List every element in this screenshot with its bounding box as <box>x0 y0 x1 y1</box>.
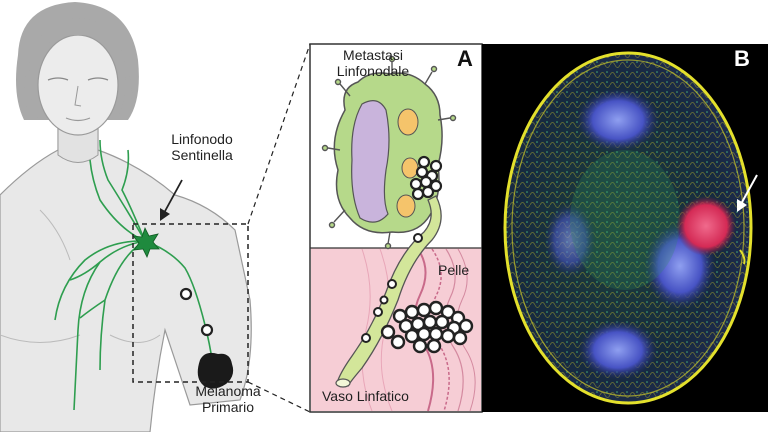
label-skin: Pelle <box>438 262 470 278</box>
transit-node-upper <box>179 287 193 301</box>
sentinel-pointer-arrow <box>160 179 183 221</box>
follicle-1 <box>397 108 419 136</box>
panel-a-letter: A <box>457 46 473 71</box>
node-metastatic-cluster <box>409 155 443 201</box>
node-capsule <box>503 51 753 405</box>
transit-node-lower <box>200 323 214 337</box>
follicle-3 <box>396 194 416 218</box>
follicle-2 <box>401 157 419 179</box>
metastasis-deposit <box>676 196 736 256</box>
body-illustration <box>0 2 252 432</box>
label-node-metastasis: Metastasi Linfonodale <box>336 47 410 79</box>
label-sentinel-node: Linfonodo Sentinella <box>171 131 233 163</box>
metastasis-pointer-arrow <box>737 174 758 212</box>
primary-melanoma-lesion <box>197 352 234 389</box>
zoom-region-box <box>132 223 249 383</box>
panel-a <box>309 43 483 413</box>
label-lymph-vessel: Vaso Linfatico <box>322 388 409 404</box>
label-primary-melanoma: Melanoma Primario <box>195 383 261 415</box>
zoom-line-bottom <box>247 381 311 413</box>
node-medulla <box>351 100 390 223</box>
skin-metastatic-cluster <box>380 300 474 354</box>
lymphatic-vessels <box>54 139 213 411</box>
panel-b-micrograph <box>482 44 768 412</box>
panel-b-letter: B <box>734 46 750 71</box>
zoom-line-top <box>247 43 311 225</box>
